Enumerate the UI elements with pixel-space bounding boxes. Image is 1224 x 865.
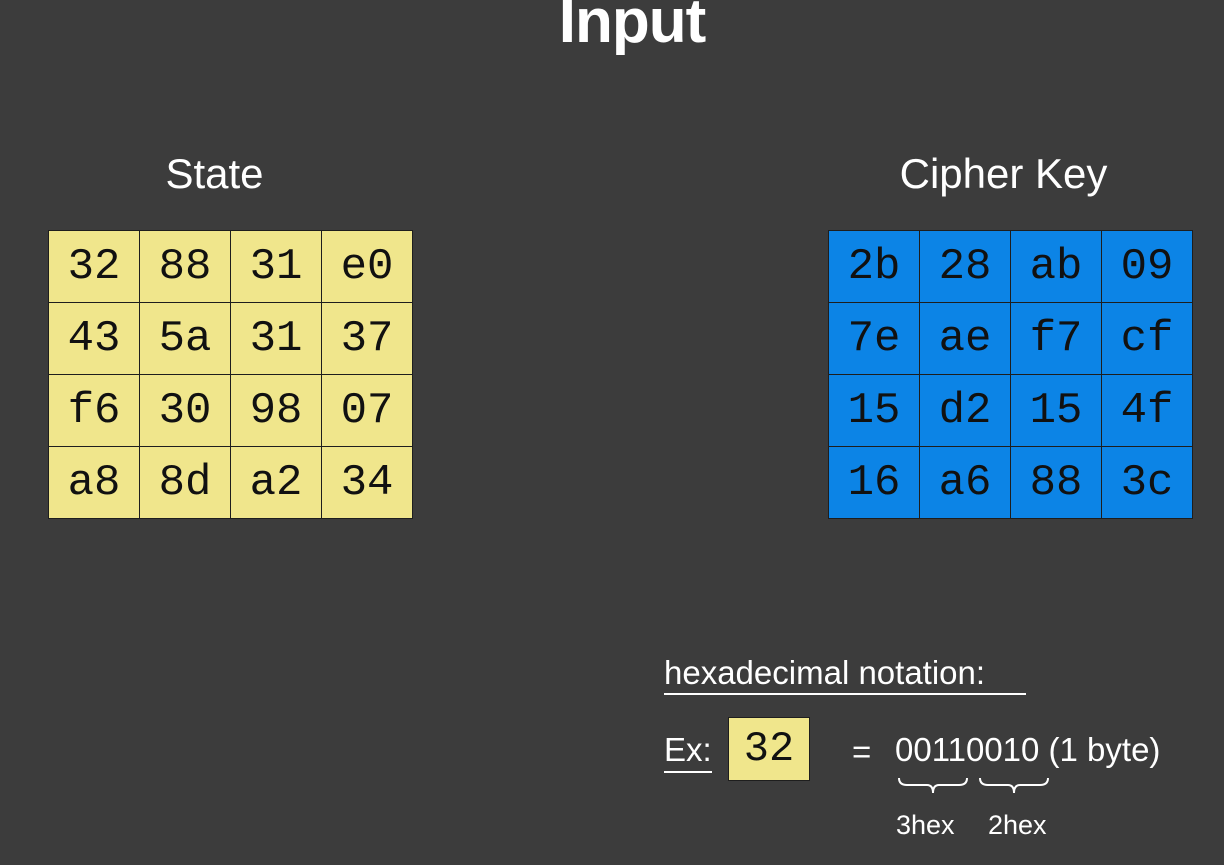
matrix-cell: 7e: [828, 302, 920, 375]
page-title: Input: [558, 0, 707, 56]
matrix-cell: 15: [1010, 374, 1102, 447]
matrix-cell: 09: [1101, 230, 1193, 303]
matrix-cell: 07: [321, 374, 413, 447]
matrix-cell: 15: [828, 374, 920, 447]
equals-sign: =: [852, 733, 872, 770]
matrix-cell: 88: [1010, 446, 1102, 519]
matrix-cell: 30: [139, 374, 231, 447]
cipher-key-label: Cipher Key: [899, 150, 1108, 197]
matrix-cell: 98: [230, 374, 322, 447]
left-brace-icon: [898, 777, 968, 794]
matrix-cell: ab: [1010, 230, 1102, 303]
left-brace-label: 3hex: [896, 810, 955, 840]
matrix-cell: 5a: [139, 302, 231, 375]
matrix-cell: 37: [321, 302, 413, 375]
example-hex-box: 32: [728, 717, 810, 781]
matrix-cell: 31: [230, 230, 322, 303]
hex-notation-heading: hexadecimal notation:: [664, 654, 986, 691]
matrix-cell: 8d: [139, 446, 231, 519]
matrix-cell: e0: [321, 230, 413, 303]
matrix-cell: 31: [230, 302, 322, 375]
matrix-cell: ae: [919, 302, 1011, 375]
example-underline: [664, 771, 712, 773]
matrix-cell: f6: [48, 374, 140, 447]
matrix-cell: a2: [230, 446, 322, 519]
matrix-cell: 28: [919, 230, 1011, 303]
example-label: Ex:: [664, 731, 712, 768]
right-brace-icon: [979, 777, 1049, 794]
binary-value: 00110010 (1 byte): [895, 731, 1161, 768]
matrix-cell: a8: [48, 446, 140, 519]
matrix-cell: 43: [48, 302, 140, 375]
matrix-cell: a6: [919, 446, 1011, 519]
matrix-cell: 16: [828, 446, 920, 519]
matrix-cell: 2b: [828, 230, 920, 303]
matrix-cell: d2: [919, 374, 1011, 447]
state-label: State: [165, 150, 264, 197]
matrix-cell: 3c: [1101, 446, 1193, 519]
matrix-cell: cf: [1101, 302, 1193, 375]
matrix-cell: 34: [321, 446, 413, 519]
matrix-cell: 88: [139, 230, 231, 303]
hex-notation-underline: [664, 693, 1026, 695]
right-brace-label: 2hex: [988, 810, 1047, 840]
matrix-cell: f7: [1010, 302, 1102, 375]
matrix-cell: 4f: [1101, 374, 1193, 447]
matrix-cell: 32: [48, 230, 140, 303]
